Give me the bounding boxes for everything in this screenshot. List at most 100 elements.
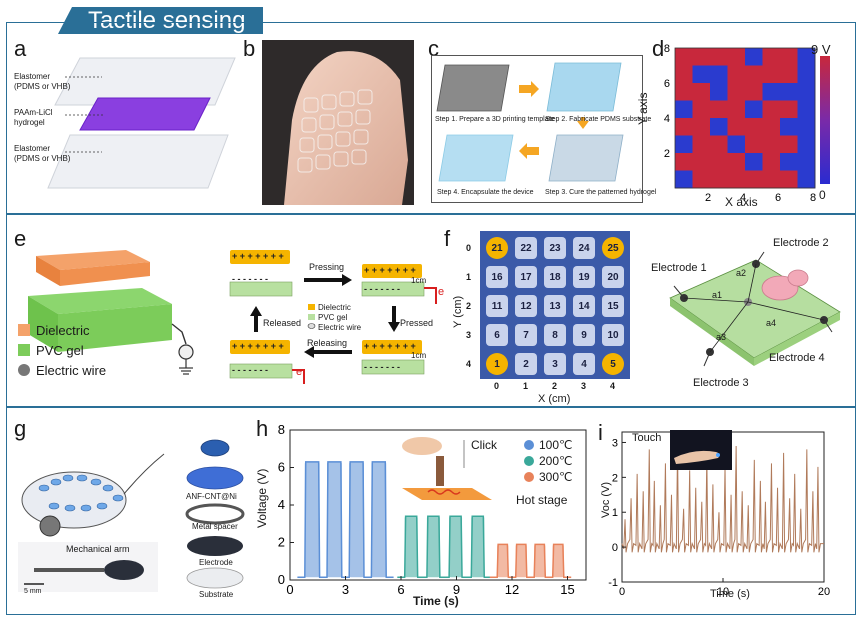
heatmap-cell xyxy=(675,135,693,154)
h-xtick-label: 9 xyxy=(453,582,460,597)
h-pulse xyxy=(471,516,485,578)
panel-f-dist-a1: a1 xyxy=(712,290,723,300)
heatmap-cell xyxy=(692,153,711,171)
i-ytick-label: 0 xyxy=(612,542,618,554)
grid-ytick: 2 xyxy=(466,301,472,311)
h-xtick-label: 12 xyxy=(505,582,519,597)
i-ytick-label: 1 xyxy=(612,507,618,519)
panel-a-top-line1: Elastomer xyxy=(14,72,51,81)
h-pulse xyxy=(371,461,387,578)
heatmap-cell xyxy=(710,170,728,189)
panel-e-plus-row-3: + + + + + + + xyxy=(364,341,416,351)
panel-e-arrow-pressed: Pressed xyxy=(400,318,434,328)
grid-cell: 12 xyxy=(515,295,537,317)
panel-e-inner-legend-pvc: PVC gel xyxy=(318,313,348,322)
heatmap-cell xyxy=(762,170,781,189)
i-xtick-label: 10 xyxy=(717,586,729,598)
panel-a-middle-label: PAAm-LiCl hydrogel xyxy=(14,108,53,128)
panel-e-minus-row-3: - - - - - - - xyxy=(364,362,400,372)
h-xtick-label: 15 xyxy=(560,582,574,597)
panel-h-inset-graphic xyxy=(402,437,492,500)
heatmap-cell xyxy=(797,153,816,171)
i-xtick-label: 0 xyxy=(619,586,625,598)
heatmap-xtick: 4 xyxy=(740,192,746,204)
panel-i-touch-photo xyxy=(670,430,732,470)
row3-frame xyxy=(6,407,856,615)
i-series-line xyxy=(621,445,824,553)
grid-ytick: 3 xyxy=(466,330,472,340)
heatmap-cell xyxy=(727,153,746,171)
h-pulse xyxy=(426,516,440,578)
heatmap-frame xyxy=(674,47,816,189)
legend-swatch-electric-wire xyxy=(18,364,30,376)
h-pulse xyxy=(327,461,342,578)
panel-f-ylabel: Y (cm) xyxy=(452,295,464,328)
panel-e-arrow-released: Released xyxy=(263,318,302,328)
heatmap-cell xyxy=(675,48,693,66)
grid-cell: 14 xyxy=(573,295,595,317)
panel-f-electrode-1: Electrode 1 xyxy=(651,262,707,274)
heatmap-cell xyxy=(797,65,816,84)
legend-item-pvc-gel: PVC gel xyxy=(18,340,106,360)
heatmap-cell xyxy=(675,153,693,171)
row2-frame xyxy=(6,214,856,407)
panel-c-step2: Step 2. Fabricate PDMS substrate xyxy=(545,116,652,123)
panel-e-electron-2: e xyxy=(296,366,303,378)
grid-ytick: 1 xyxy=(466,272,472,282)
heatmap-cell xyxy=(780,135,798,154)
h-legend-label: 300℃ xyxy=(539,470,573,484)
legend-swatch-pvc-gel xyxy=(18,344,30,356)
heatmap-cell xyxy=(797,170,816,189)
heatmap-cell xyxy=(762,135,781,154)
legend-label-dielectric: Dielectric xyxy=(36,322,90,338)
panel-f-dist-a2: a2 xyxy=(736,268,747,278)
heatmap-cell xyxy=(727,48,746,66)
legend-swatch-dielectric xyxy=(18,324,30,336)
heatmap-cell xyxy=(762,83,781,101)
grid-cell: 3 xyxy=(544,353,566,375)
heatmap-cell xyxy=(692,65,711,84)
h-xtick-label: 6 xyxy=(397,582,404,597)
legend-item-dielectric: Dielectric xyxy=(18,320,106,340)
h-pulse xyxy=(552,544,564,578)
panel-g-caption: Mechanical arm xyxy=(66,544,130,554)
panel-h-annotation-click: Click xyxy=(471,438,497,452)
i-ytick-label: 3 xyxy=(612,437,618,449)
heatmap-cell xyxy=(692,100,711,119)
panel-a-bottom-line2: (PDMS or VHB) xyxy=(14,154,71,163)
panel-e-arrow-releasing: Releasing xyxy=(307,338,348,348)
panel-label-h: h xyxy=(256,416,269,441)
heatmap-ytick: 4 xyxy=(664,113,670,125)
heatmap-cell xyxy=(780,48,798,66)
panel-d-colorbar-max: 9 V xyxy=(811,42,831,57)
panel-d-ylabel: Y axis xyxy=(636,92,650,125)
legend-label-electric-wire: Electric wire xyxy=(36,362,107,378)
heatmap-cell xyxy=(797,83,816,101)
heatmap-cell xyxy=(745,135,763,154)
grid-cell: 25 xyxy=(602,237,624,259)
legend-label-pvc-gel: PVC gel xyxy=(36,342,84,358)
panel-c-step4: Step 4. Encapsulate the device xyxy=(437,189,534,196)
grid-cell: 1 xyxy=(486,353,508,375)
h-pulse xyxy=(349,461,364,578)
grid-cell: 7 xyxy=(515,324,537,346)
panel-i-ylabel: Voc (V) xyxy=(600,481,612,518)
grid-xtick: 0 xyxy=(494,381,500,391)
h-pulse xyxy=(449,516,463,578)
panel-c-step1: Step 1. Prepare a 3D printing template xyxy=(435,116,555,123)
heatmap-xtick: 6 xyxy=(775,192,781,204)
heatmap-cell xyxy=(710,118,728,136)
grid-cell: 21 xyxy=(486,237,508,259)
heatmap-cell xyxy=(780,65,798,84)
i-ytick-label: 2 xyxy=(612,472,618,484)
heatmap-cell xyxy=(692,118,711,136)
heatmap-cell xyxy=(780,100,798,119)
panel-h-xlabel: Time (s) xyxy=(413,594,459,608)
panel-h-annotation-hot-stage: Hot stage xyxy=(516,493,568,507)
heatmap-cell xyxy=(675,65,693,84)
